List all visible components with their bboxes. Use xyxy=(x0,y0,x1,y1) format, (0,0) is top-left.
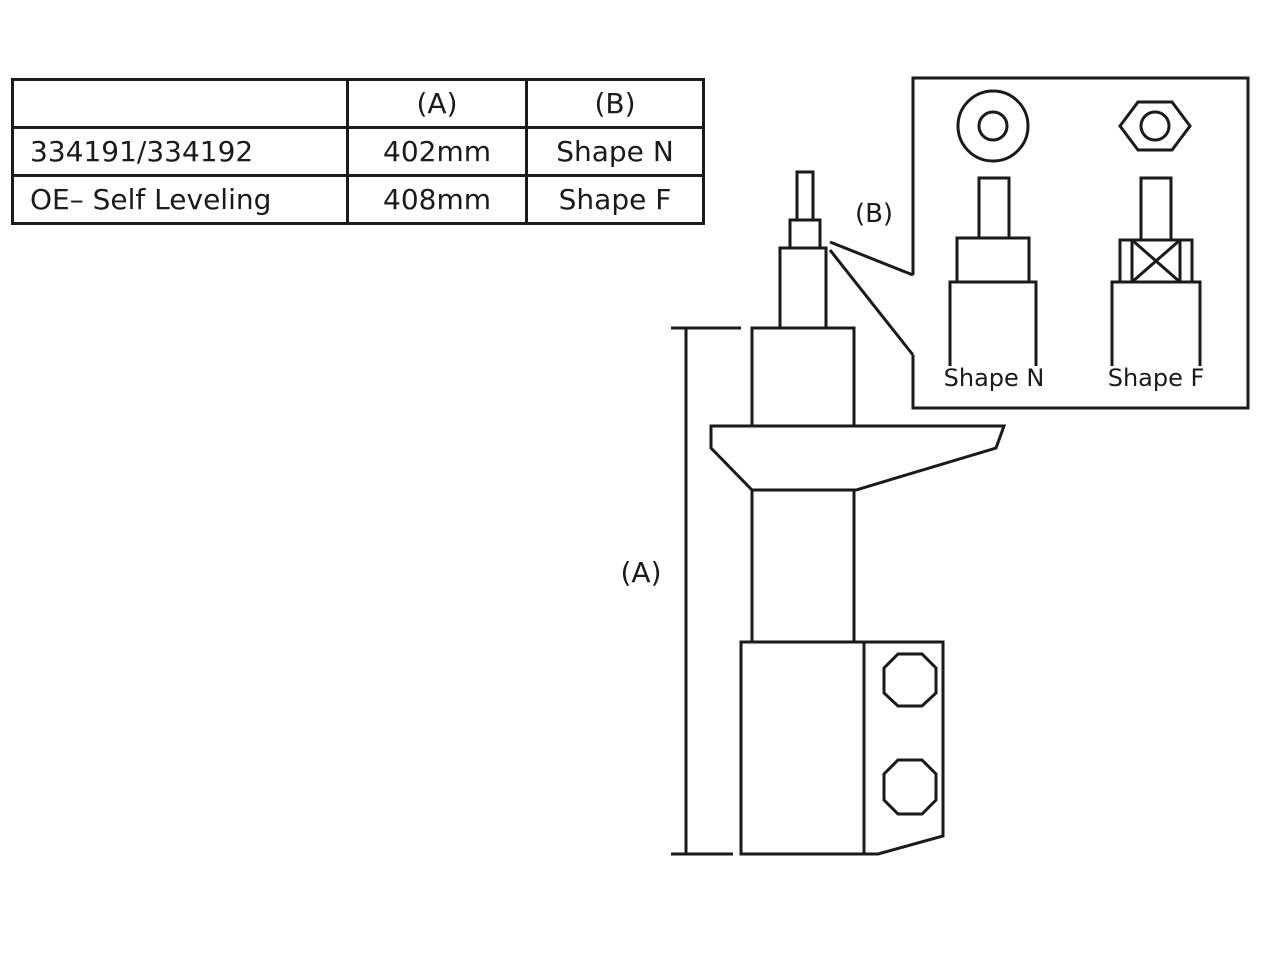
label-b: (B) xyxy=(855,199,893,229)
inset-border xyxy=(911,76,1250,410)
shape-n-body xyxy=(948,280,1038,366)
shape-n-inner-circle xyxy=(977,110,1009,142)
shape-f-top-hexagon xyxy=(1118,100,1192,152)
shape-f-detail xyxy=(1110,100,1202,366)
upper-mount-hole-icon xyxy=(882,652,938,708)
shape-n-nut xyxy=(955,236,1031,284)
spring-seat xyxy=(709,424,1007,492)
part-number-cell: OE– Self Leveling xyxy=(11,174,349,225)
shape-f-cross-2 xyxy=(1131,238,1181,284)
table-header-row: (A) (B) xyxy=(11,78,705,129)
piston-rod xyxy=(778,246,828,330)
shape-n-top-circle xyxy=(956,89,1030,163)
knuckle-bracket xyxy=(739,640,945,856)
table-header-a: (A) xyxy=(346,78,528,129)
callout-line-lower xyxy=(828,249,915,356)
shape-cell: Shape F xyxy=(525,174,705,225)
dimension-a xyxy=(671,326,741,856)
length-cell: 402mm xyxy=(346,126,528,177)
table-row: 334191/334192 402mm Shape N xyxy=(11,126,705,177)
shape-f-label: Shape F xyxy=(1108,364,1205,392)
length-cell: 408mm xyxy=(346,174,528,225)
shape-f-body xyxy=(1110,280,1202,366)
detail-inset: Shape N Shape F xyxy=(911,76,1250,410)
callout-line-upper xyxy=(829,240,914,277)
table-row: OE– Self Leveling 408mm Shape F xyxy=(11,174,705,225)
table-header-b: (B) xyxy=(525,78,705,129)
label-a: (A) xyxy=(620,556,661,589)
lower-mount-hole-icon xyxy=(882,758,938,816)
strut xyxy=(709,170,1007,856)
shape-f-inner-circle xyxy=(1139,110,1171,142)
shape-f-rod xyxy=(1139,176,1173,242)
shape-cell: Shape N xyxy=(525,126,705,177)
piston-rod-tip xyxy=(795,170,815,222)
spec-table: (A) (B) 334191/334192 402mm Shape N OE– … xyxy=(11,78,705,225)
upper-body xyxy=(750,326,856,428)
part-number-cell: 334191/334192 xyxy=(11,126,349,177)
shape-n-label: Shape N xyxy=(944,364,1045,392)
table-header-cell xyxy=(11,78,349,129)
piston-rod-step xyxy=(788,218,822,250)
shape-n-detail xyxy=(948,89,1038,366)
strut-tube xyxy=(750,488,856,644)
shape-n-rod xyxy=(977,176,1011,240)
